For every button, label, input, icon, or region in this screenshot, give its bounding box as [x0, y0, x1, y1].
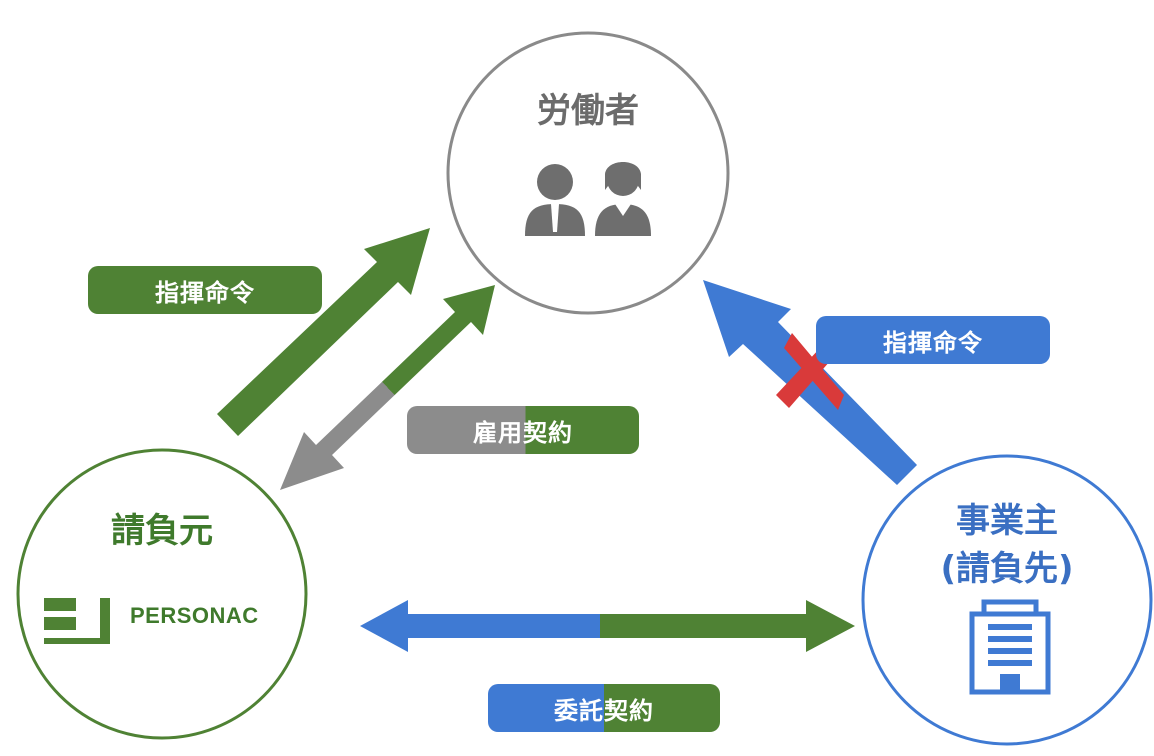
worker-label: 労働者: [537, 91, 639, 131]
client-command-label: 指揮命令: [816, 316, 1050, 364]
client-command-text: 指揮命令: [883, 328, 983, 357]
employment-contract-text: 雇用契約: [473, 418, 573, 447]
businesspeople-icon: [525, 162, 651, 236]
outsourcing-contract-arrow: [360, 600, 855, 652]
personac-logo-text: PERSONAC: [130, 603, 259, 628]
client-label-line2: (請負先): [940, 549, 1074, 589]
worker-circle: [446, 31, 730, 315]
contractor-command-text: 指揮命令: [155, 278, 255, 307]
outsourcing-contract-text: 委託契約: [554, 696, 654, 725]
contractor-label: 請負元: [111, 511, 213, 551]
employment-contract-arrow: [280, 285, 495, 490]
contractor-circle: [16, 448, 308, 740]
contractor-command-arrow: [217, 228, 430, 436]
personac-logo-icon: [44, 598, 110, 644]
employment-contract-label: 雇用契約: [407, 406, 639, 454]
outsourcing-contract-label: 委託契約: [488, 684, 720, 732]
contractor-command-label: 指揮命令: [88, 266, 322, 314]
office-building-icon: [969, 599, 1051, 695]
client-label-line1: 事業主: [956, 501, 1058, 541]
